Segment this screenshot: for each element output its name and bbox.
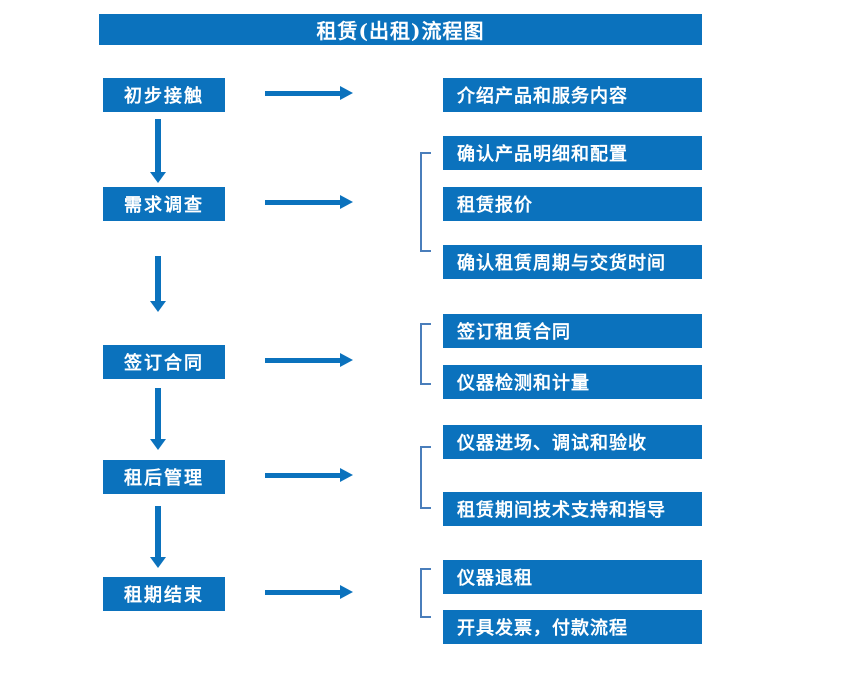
arrow-shaft	[265, 472, 340, 478]
arrow-down-icon	[148, 388, 168, 450]
arrow-head	[150, 301, 166, 312]
arrow-right-icon	[265, 353, 353, 367]
arrow-right-icon	[265, 468, 353, 482]
arrow-head	[150, 439, 166, 450]
detail-box-instrument-check: 仪器检测和计量	[443, 365, 702, 399]
arrow-right-icon	[265, 195, 353, 209]
arrow-shaft	[155, 256, 161, 301]
arrow-right-icon	[265, 86, 353, 100]
step-box-demand-survey: 需求调查	[103, 187, 225, 221]
arrow-shaft	[155, 388, 161, 439]
arrow-down-icon	[148, 506, 168, 568]
step-box-sign-contract: 签订合同	[103, 345, 225, 379]
arrow-head	[150, 557, 166, 568]
step-box-rental-end: 租期结束	[103, 577, 225, 611]
arrow-right-icon	[265, 585, 353, 599]
detail-box-introduce-products: 介绍产品和服务内容	[443, 78, 702, 112]
group-bracket	[420, 152, 431, 252]
arrow-down-icon	[148, 256, 168, 312]
arrow-shaft	[265, 90, 340, 96]
arrow-head	[340, 195, 353, 209]
arrow-shaft	[265, 589, 340, 595]
detail-box-confirm-period: 确认租赁周期与交货时间	[443, 245, 702, 279]
flowchart-title: 租赁(出租)流程图	[99, 14, 702, 45]
detail-box-confirm-product-spec: 确认产品明细和配置	[443, 136, 702, 170]
detail-box-tech-support: 租赁期间技术支持和指导	[443, 492, 702, 526]
arrow-shaft	[155, 506, 161, 557]
detail-box-instrument-return: 仪器退租	[443, 560, 702, 594]
step-box-post-rental-mgmt: 租后管理	[103, 460, 225, 494]
detail-box-invoice-payment: 开具发票，付款流程	[443, 610, 702, 644]
arrow-down-icon	[148, 119, 168, 183]
arrow-head	[340, 585, 353, 599]
group-bracket	[420, 323, 431, 385]
step-box-initial-contact: 初步接触	[103, 78, 225, 112]
arrow-head	[150, 172, 166, 183]
group-bracket	[420, 568, 431, 618]
arrow-shaft	[265, 357, 340, 363]
arrow-shaft	[155, 119, 161, 172]
arrow-head	[340, 86, 353, 100]
detail-box-rental-quote: 租赁报价	[443, 187, 702, 221]
detail-box-instrument-setup: 仪器进场、调试和验收	[443, 425, 702, 459]
arrow-head	[340, 468, 353, 482]
arrow-head	[340, 353, 353, 367]
group-bracket	[420, 446, 431, 509]
detail-box-sign-rental-contract: 签订租赁合同	[443, 314, 702, 348]
arrow-shaft	[265, 199, 340, 205]
flowchart-title-text: 租赁(出租)流程图	[316, 19, 485, 43]
